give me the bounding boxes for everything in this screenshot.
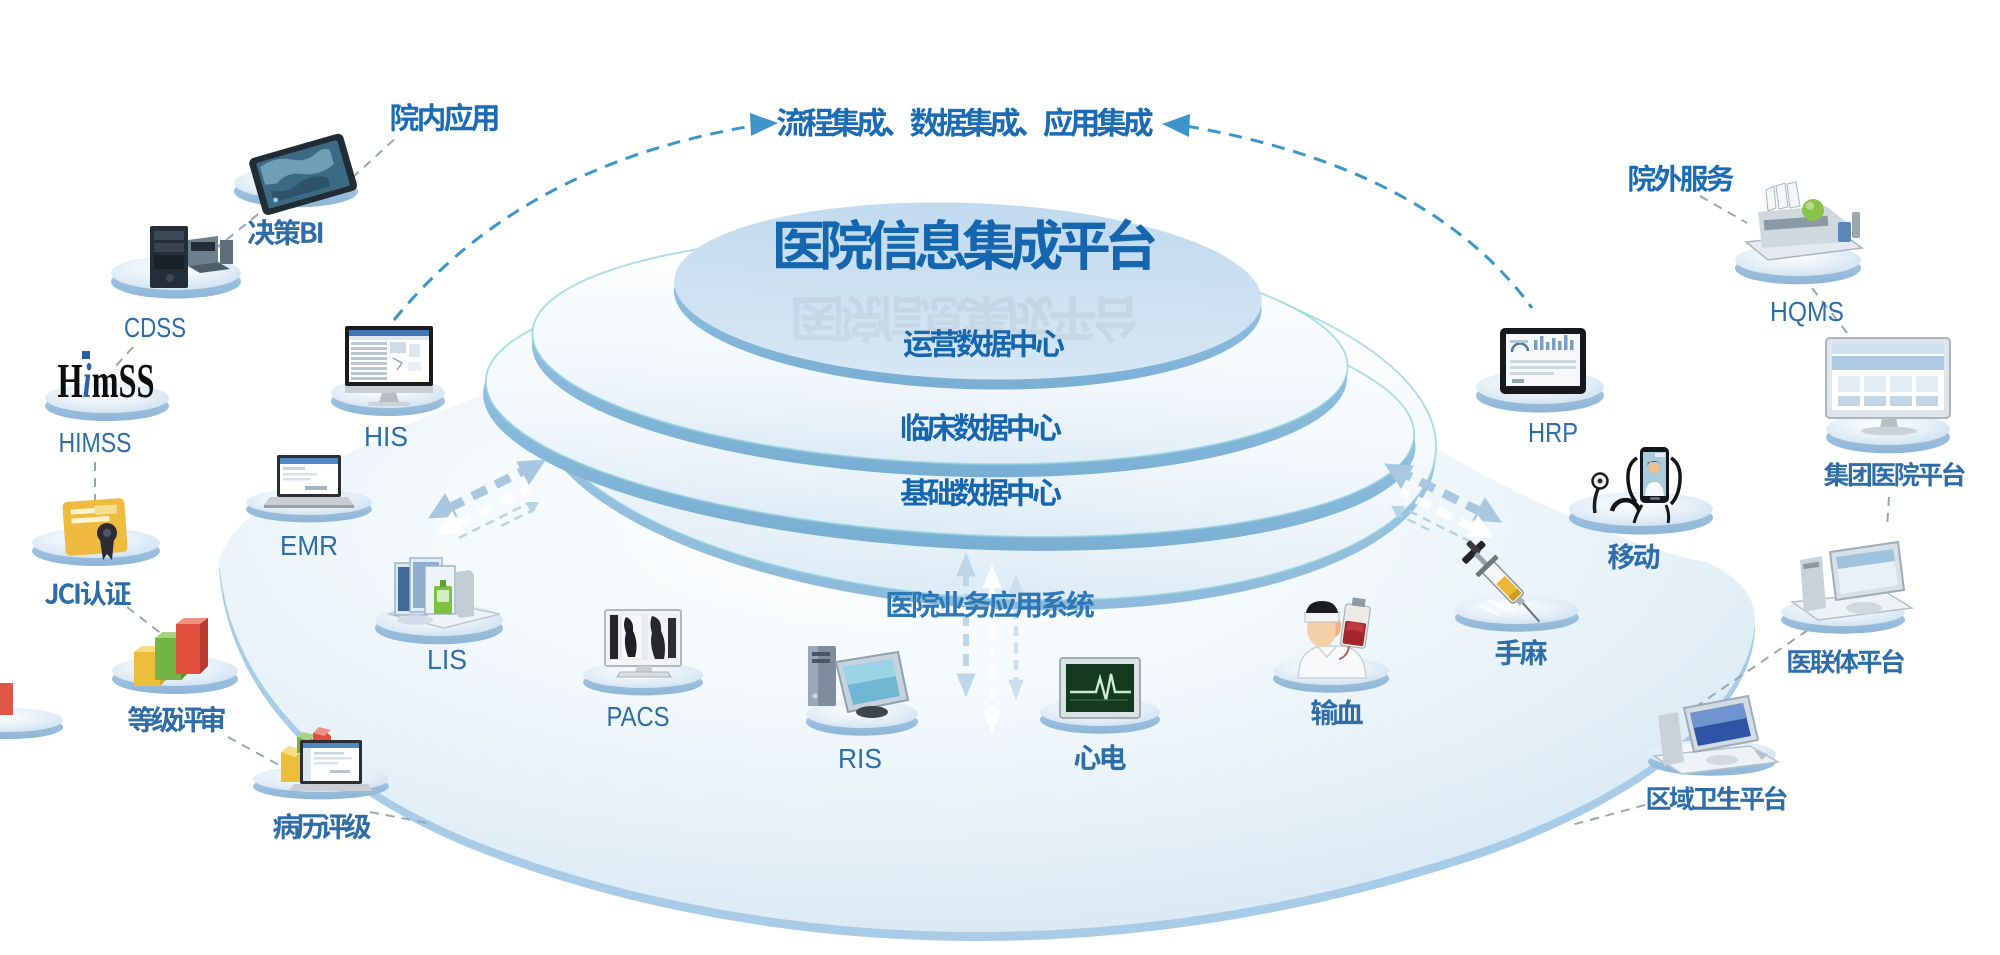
svg-text:CDSS: CDSS <box>124 312 186 343</box>
svg-text:RIS: RIS <box>838 743 882 774</box>
svg-text:EMR: EMR <box>280 530 338 561</box>
svg-text:HIMSS: HIMSS <box>59 427 132 458</box>
svg-text:HIS: HIS <box>364 421 408 452</box>
svg-text:LIS: LIS <box>427 644 467 675</box>
svg-text:HRP: HRP <box>1528 417 1578 448</box>
svg-text:HQMS: HQMS <box>1770 296 1844 327</box>
svg-text:HimSS: HimSS <box>58 353 155 408</box>
svg-text:PACS: PACS <box>607 701 670 732</box>
